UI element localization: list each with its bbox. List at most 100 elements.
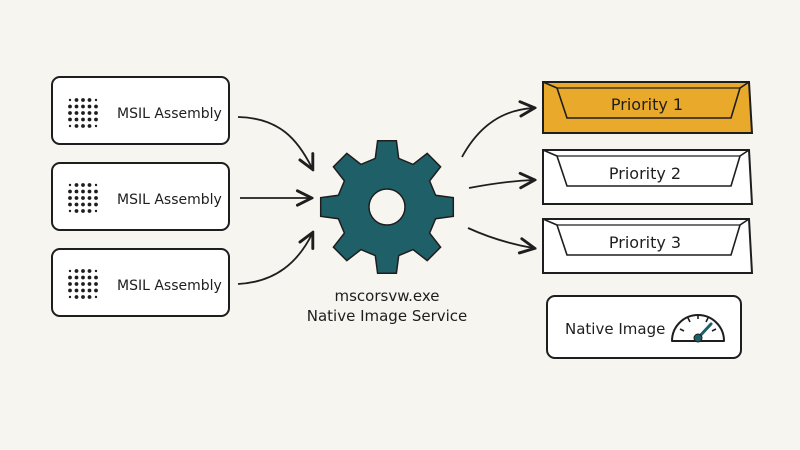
service-title: Native Image Service — [307, 307, 468, 325]
dot — [68, 196, 72, 200]
dot — [74, 117, 79, 122]
dot — [94, 189, 98, 194]
dot — [81, 104, 85, 109]
dot — [87, 288, 92, 293]
dot — [94, 295, 98, 299]
dot — [94, 104, 98, 109]
dot — [81, 295, 85, 299]
arrow-assembly-3-to-service — [237, 234, 312, 285]
dot-grid-icon — [68, 269, 98, 299]
dot — [74, 98, 79, 102]
dot — [87, 202, 92, 207]
priority-tray-1: Priority 1 — [542, 81, 754, 134]
service-executable-name: mscorsvw.exe — [335, 287, 440, 305]
dot — [94, 196, 98, 200]
dot — [81, 275, 85, 280]
arrow-assembly-1-to-service — [237, 116, 312, 168]
dot — [68, 295, 72, 299]
dot — [74, 209, 79, 213]
dot — [74, 104, 79, 109]
priority-tray-3: Priority 3 — [542, 218, 754, 274]
dot — [68, 183, 72, 187]
arrow-service-to-priority-3 — [467, 227, 533, 248]
dot-grid-icon — [68, 183, 98, 213]
dot — [81, 282, 85, 286]
dot — [94, 282, 98, 286]
dot — [74, 111, 79, 115]
dot — [87, 104, 92, 109]
dot — [74, 196, 79, 200]
msil-assembly-label: MSIL Assembly — [117, 278, 222, 294]
dot — [81, 98, 85, 102]
dot — [68, 209, 72, 213]
dot — [74, 282, 79, 286]
dot — [81, 183, 85, 187]
dot — [87, 117, 92, 122]
dot — [81, 111, 85, 115]
dot — [81, 269, 85, 273]
dot — [74, 288, 79, 293]
dot — [87, 111, 92, 115]
dot — [68, 98, 72, 102]
dot — [68, 117, 72, 122]
dot — [68, 202, 72, 207]
dot — [74, 124, 79, 128]
dot — [87, 269, 92, 273]
dot — [68, 111, 72, 115]
dot — [94, 209, 98, 213]
dot — [87, 98, 92, 102]
dot — [94, 183, 98, 187]
dot — [94, 288, 98, 293]
dot — [94, 98, 98, 102]
dot — [87, 189, 92, 194]
dot — [74, 189, 79, 194]
dot — [74, 275, 79, 280]
dot — [68, 282, 72, 286]
dot — [87, 196, 92, 200]
priority-label: Priority 3 — [609, 233, 681, 252]
dot — [87, 282, 92, 286]
msil-assembly-box-1: MSIL Assembly — [51, 76, 230, 145]
dot — [68, 269, 72, 273]
dot-grid-icon — [68, 98, 98, 128]
msil-assembly-box-2: MSIL Assembly — [51, 162, 230, 231]
msil-assembly-box-3: MSIL Assembly — [51, 248, 230, 317]
dot — [81, 189, 85, 194]
dot — [68, 124, 72, 128]
dot — [81, 196, 85, 200]
dot — [87, 209, 92, 213]
dot — [94, 111, 98, 115]
dot — [68, 104, 72, 109]
dot — [94, 275, 98, 280]
dot — [87, 124, 92, 128]
dot — [94, 124, 98, 128]
dot — [68, 288, 72, 293]
msil-assembly-label: MSIL Assembly — [117, 106, 222, 122]
dot — [87, 295, 92, 299]
native-image-box: Native Image — [546, 295, 742, 359]
dot — [81, 288, 85, 293]
speedometer-icon — [671, 314, 725, 343]
dot — [81, 124, 85, 128]
dot — [81, 202, 85, 207]
dot — [68, 189, 72, 194]
arrow-service-to-priority-1 — [461, 108, 533, 158]
arrow-service-to-priority-2 — [468, 180, 533, 188]
dot — [87, 275, 92, 280]
dot — [74, 269, 79, 273]
dot — [87, 183, 92, 187]
priority-label: Priority 2 — [609, 164, 681, 183]
gear-icon — [319, 139, 455, 275]
dot — [74, 202, 79, 207]
dot — [94, 202, 98, 207]
dot — [81, 209, 85, 213]
dot — [81, 117, 85, 122]
dot — [68, 275, 72, 280]
priority-tray-2: Priority 2 — [542, 149, 754, 205]
native-image-label: Native Image — [565, 320, 665, 338]
dot — [74, 183, 79, 187]
dot — [94, 269, 98, 273]
msil-assembly-label: MSIL Assembly — [117, 192, 222, 208]
dot — [94, 117, 98, 122]
